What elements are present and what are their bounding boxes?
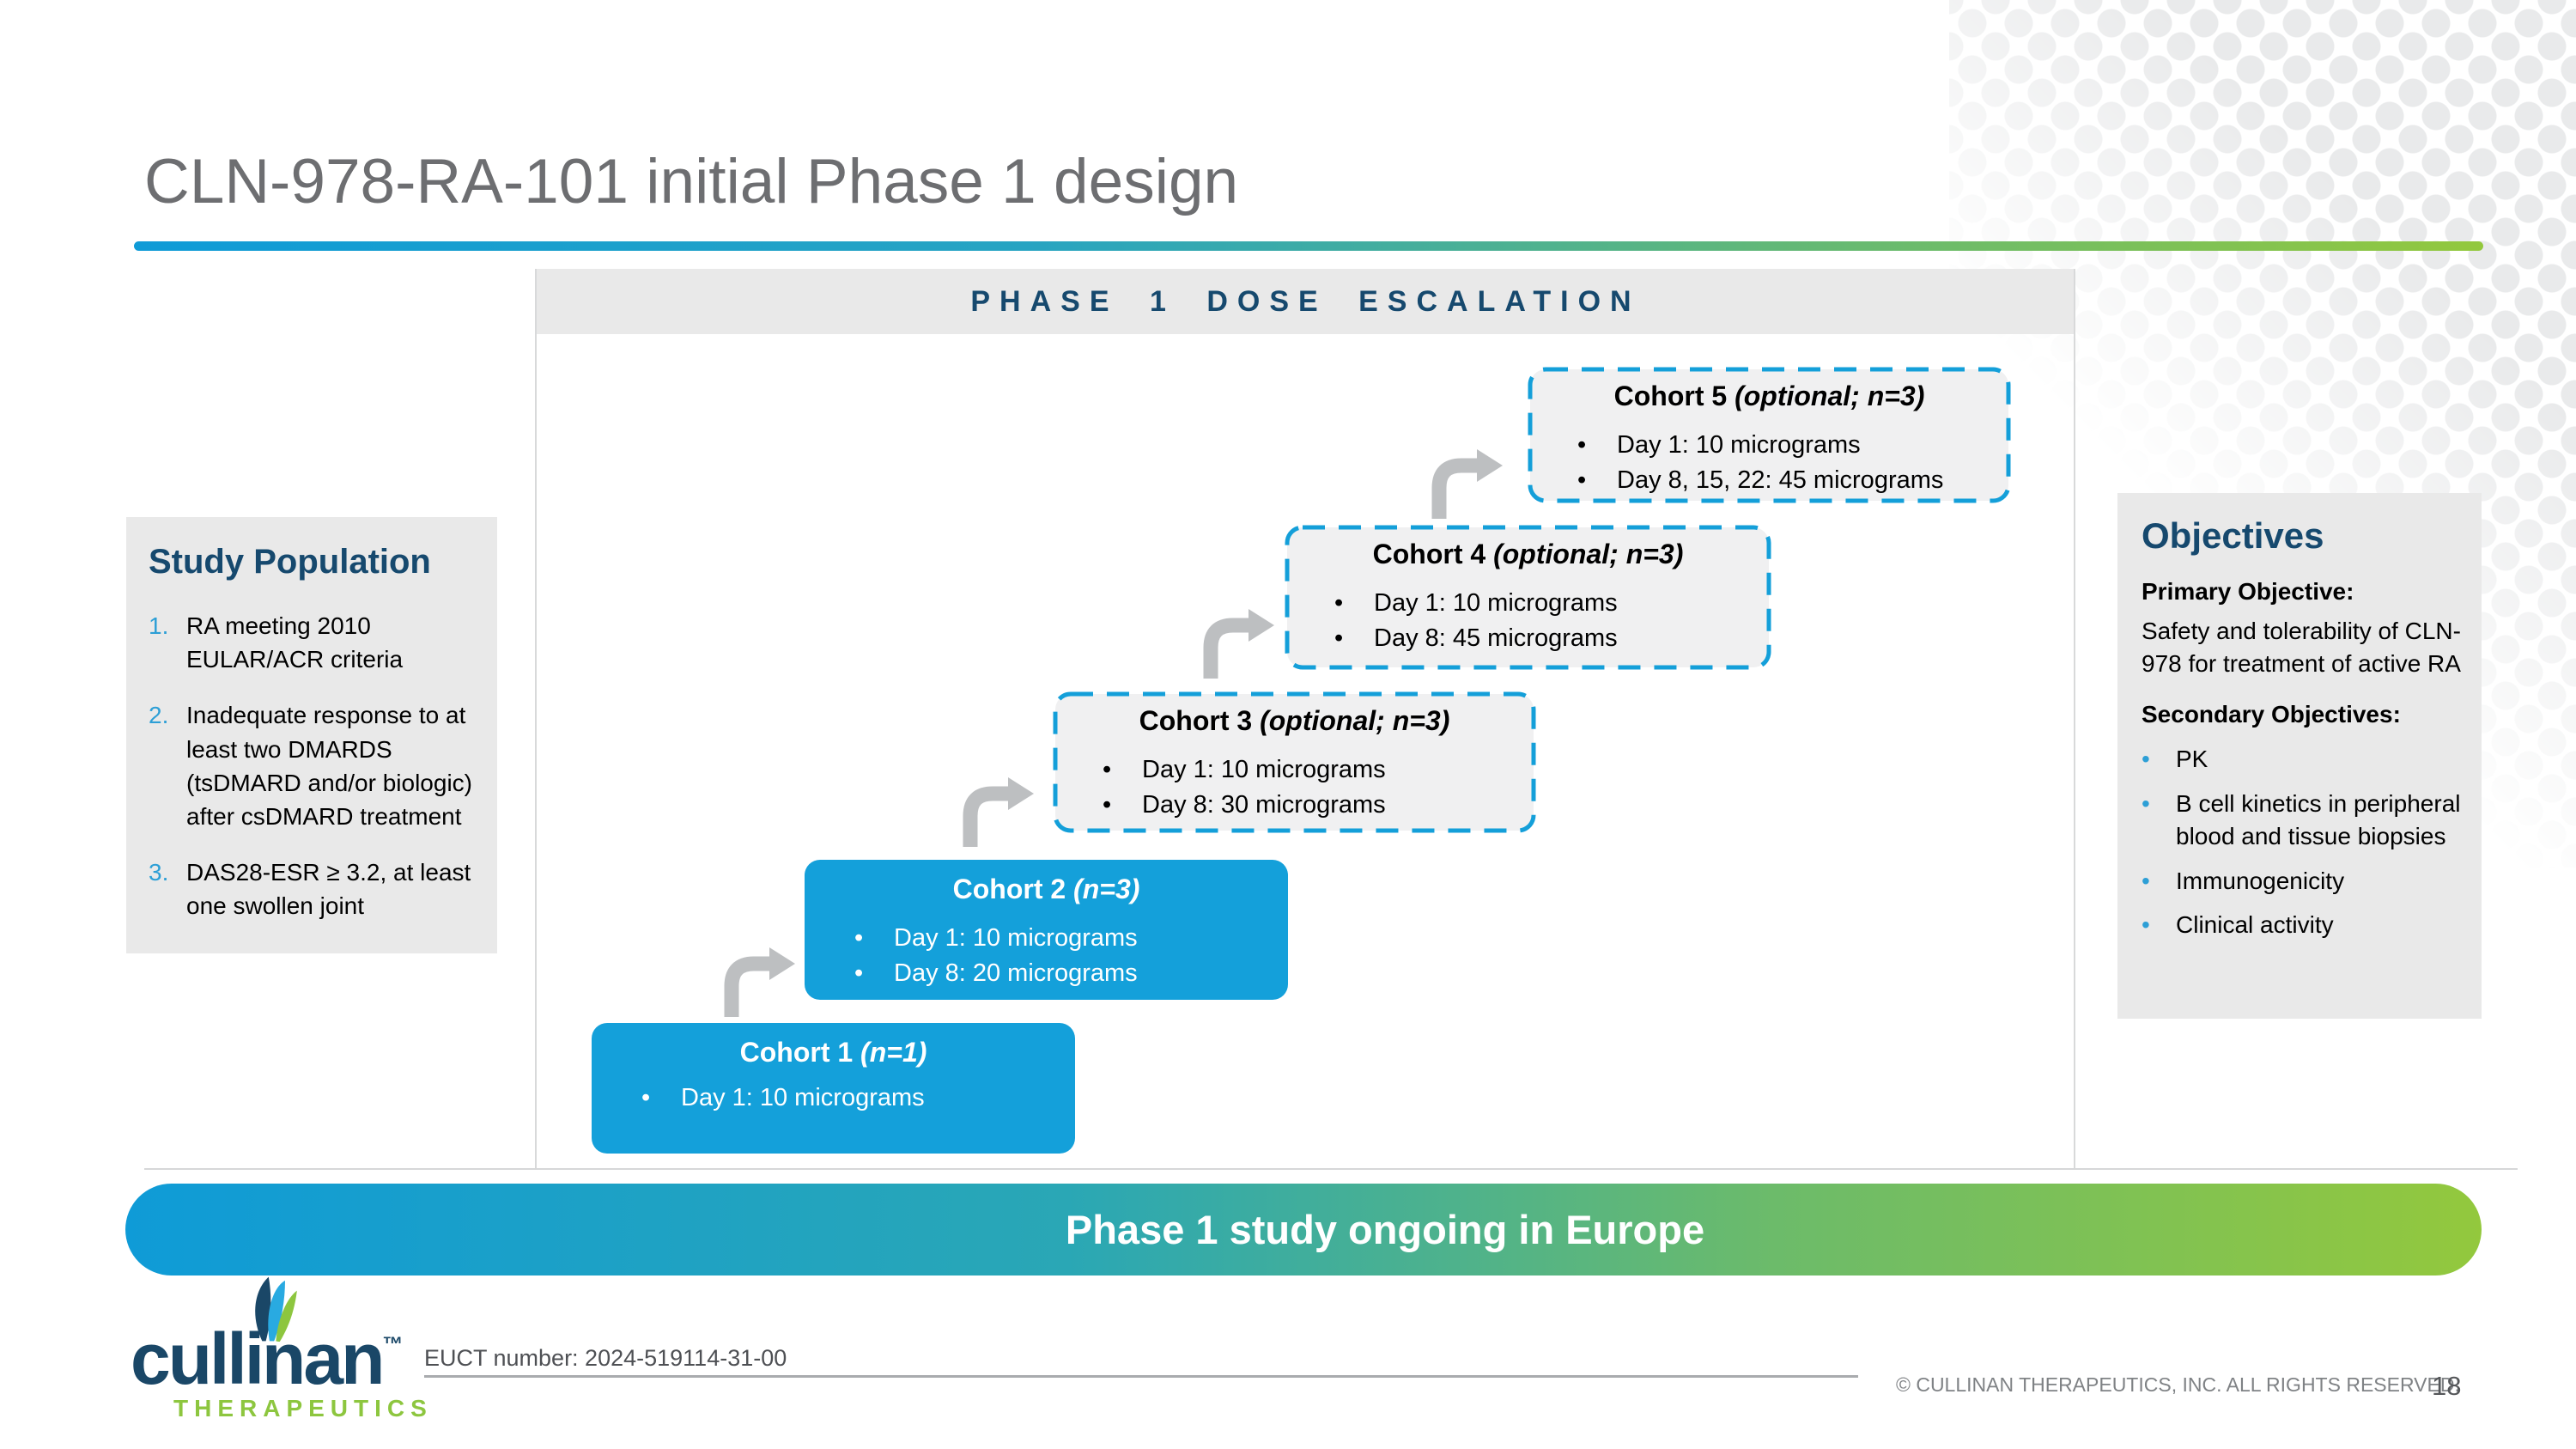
cohort-3-dose-2: Day 8: 30 micrograms bbox=[1103, 788, 1536, 823]
list-item: 3. DAS28-ESR ≥ 3.2, at least one swollen… bbox=[149, 859, 471, 920]
objectives-title: Objectives bbox=[2142, 515, 2324, 556]
step-up-arrow-icon bbox=[1431, 449, 1503, 519]
cohort-2-box: Cohort 2 (n=3) Day 1: 10 micrograms Day … bbox=[805, 860, 1288, 1000]
secondary-objectives-label: Secondary Objectives: bbox=[2142, 701, 2401, 728]
cullinan-leaf-icon bbox=[255, 1276, 297, 1342]
step-up-arrow-icon bbox=[724, 947, 795, 1017]
cohort-4-dose-1: Day 1: 10 micrograms bbox=[1334, 586, 1771, 621]
study-population-panel: Study Population 1. RA meeting 2010 EULA… bbox=[126, 517, 497, 953]
cohort-1-title: Cohort 1 (n=1) bbox=[739, 1037, 927, 1068]
objectives-panel: Objectives Primary Objective: Safety and… bbox=[2117, 493, 2482, 1019]
title-underline-gradient bbox=[134, 241, 2483, 251]
cullinan-logo-wordmark: cullinan™ bbox=[131, 1318, 404, 1399]
cohort-1-box: Cohort 1 (n=1) Day 1: 10 micrograms bbox=[592, 1023, 1075, 1154]
cohort-3-box: Cohort 3 (optional; n=3) Day 1: 10 micro… bbox=[1053, 691, 1536, 833]
list-item: •Immunogenicity bbox=[2142, 867, 2345, 894]
cohort-2-title: Cohort 2 (n=3) bbox=[952, 874, 1140, 904]
cohort-5-dose-2: Day 8, 15, 22: 45 micrograms bbox=[1577, 463, 2011, 498]
phase-1-dose-escalation-header: PHASE 1 DOSE ESCALATION bbox=[536, 269, 2075, 334]
cohort-4-box: Cohort 4 (optional; n=3) Day 1: 10 micro… bbox=[1285, 525, 1771, 670]
status-banner: Phase 1 study ongoing in Europe bbox=[125, 1184, 2482, 1275]
list-item: •Clinical activity bbox=[2142, 911, 2334, 939]
cohort-5-box: Cohort 5 (optional; n=3) Day 1: 10 micro… bbox=[1528, 367, 2011, 503]
status-banner-text: Phase 1 study ongoing in Europe bbox=[1065, 1207, 1705, 1252]
cohort-2-dose-1: Day 1: 10 micrograms bbox=[854, 921, 1288, 956]
primary-objective-text: Safety and tolerability of CLN-978 for t… bbox=[2142, 617, 2461, 677]
list-item: •B cell kinetics in peripheral blood and… bbox=[2142, 789, 2461, 849]
diagram-right-border bbox=[2074, 269, 2075, 1170]
cohort-4-title: Cohort 4 (optional; n=3) bbox=[1372, 539, 1684, 569]
euct-number: EUCT number: 2024-519114-31-00 bbox=[424, 1345, 787, 1371]
cohort-5-title: Cohort 5 (optional; n=3) bbox=[1613, 381, 1925, 411]
primary-objective-label: Primary Objective: bbox=[2142, 578, 2354, 605]
step-up-arrow-icon bbox=[1203, 609, 1274, 679]
study-population-title: Study Population bbox=[149, 543, 431, 581]
cohort-1-dose-1: Day 1: 10 micrograms bbox=[641, 1081, 1075, 1116]
page-title: CLN-978-RA-101 initial Phase 1 design bbox=[144, 147, 1239, 216]
footer-divider-line bbox=[144, 1168, 2518, 1170]
cullinan-logo-therapeutics: THERAPEUTICS bbox=[173, 1395, 433, 1422]
cohort-5-dose-1: Day 1: 10 micrograms bbox=[1577, 428, 2011, 463]
cohort-3-dose-1: Day 1: 10 micrograms bbox=[1103, 752, 1536, 788]
euct-underline bbox=[424, 1375, 1858, 1378]
cohort-3-title: Cohort 3 (optional; n=3) bbox=[1139, 705, 1450, 736]
copyright-text: © CULLINAN THERAPEUTICS, INC. ALL RIGHTS… bbox=[1896, 1373, 2460, 1396]
page-number: 18 bbox=[2432, 1371, 2462, 1401]
study-population-list: 1. RA meeting 2010 EULAR/ACR criteria 2.… bbox=[149, 609, 480, 923]
diagram-left-border bbox=[535, 269, 537, 1170]
step-up-arrow-icon bbox=[963, 777, 1034, 847]
cohort-4-dose-2: Day 8: 45 micrograms bbox=[1334, 621, 1771, 656]
list-item: •PK bbox=[2142, 746, 2208, 773]
secondary-objectives-list: •PK •B cell kinetics in peripheral blood… bbox=[2142, 743, 2466, 941]
list-item: 2. Inadequate response to at least two D… bbox=[149, 702, 472, 830]
list-item: 1. RA meeting 2010 EULAR/ACR criteria bbox=[149, 612, 404, 673]
trademark-symbol: ™ bbox=[382, 1333, 404, 1356]
cohort-2-dose-2: Day 8: 20 micrograms bbox=[854, 956, 1288, 991]
